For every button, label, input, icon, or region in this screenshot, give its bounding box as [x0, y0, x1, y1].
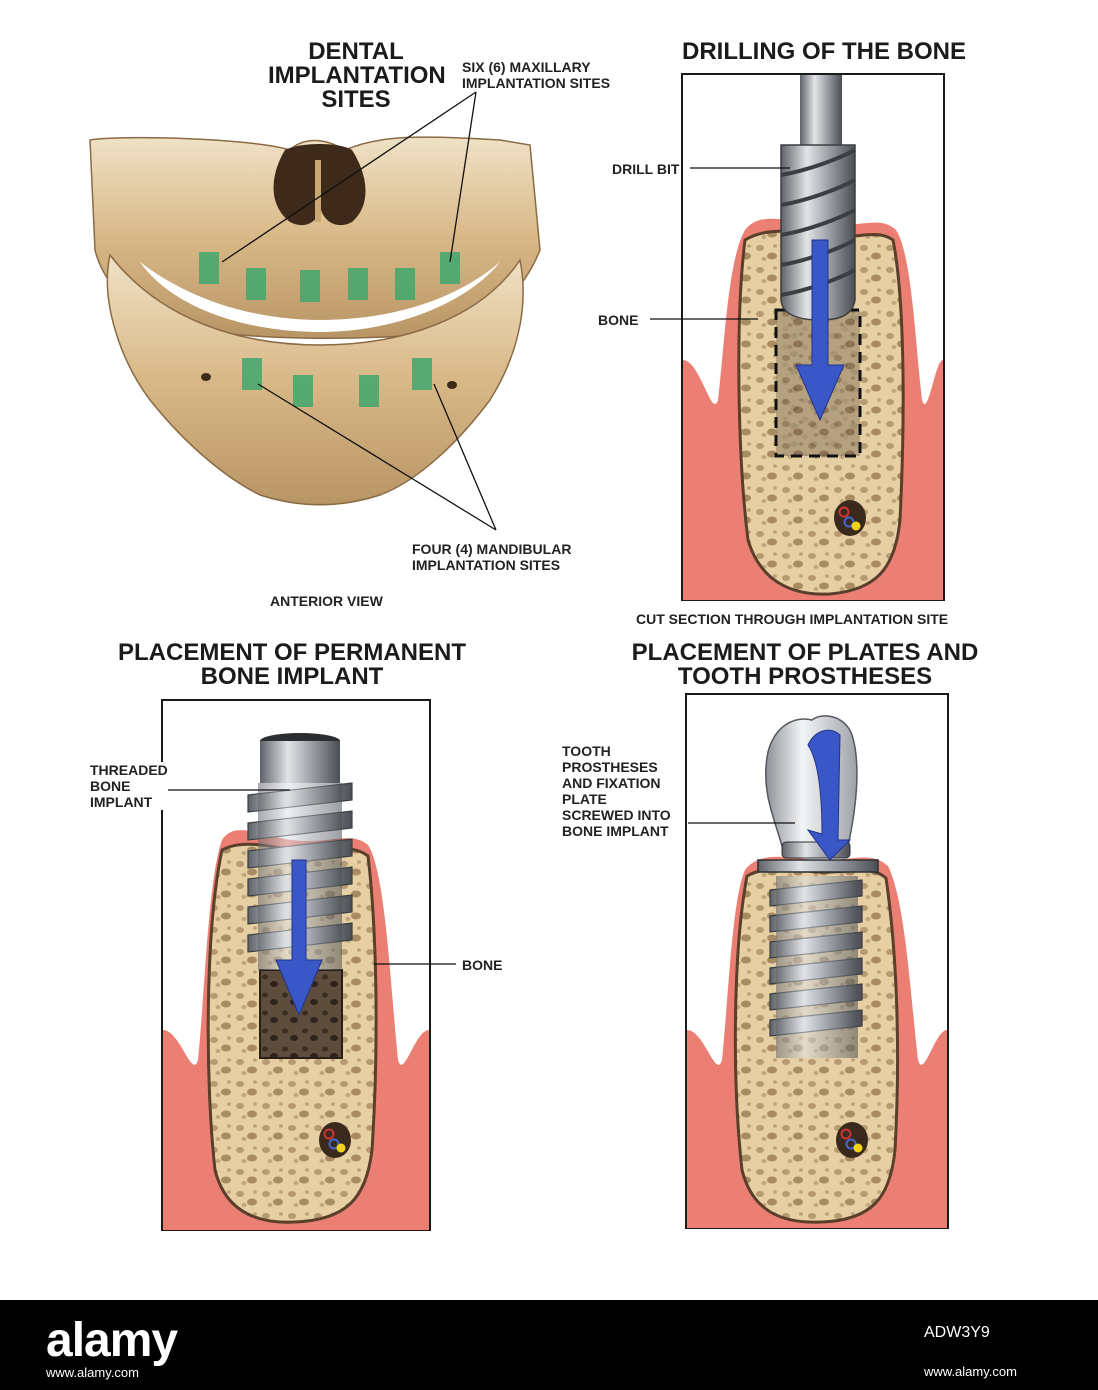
- implant-panel: [161, 699, 431, 1231]
- skull-illustration: [89, 136, 541, 506]
- alamy-logo: alamy: [46, 1314, 178, 1367]
- implant-placement-title: PLACEMENT OF PERMANENT BONE IMPLANT: [118, 639, 466, 690]
- anterior-view-label: ANTERIOR VIEW: [270, 593, 383, 609]
- cut-section-caption: CUT SECTION THROUGH IMPLANTATION SITE: [636, 611, 949, 627]
- prosthesis-title: PLACEMENT OF PLATES AND TOOTH PROSTHESES: [631, 639, 979, 690]
- watermark-image-id: ADW3Y9: [924, 1324, 990, 1341]
- leader-lines-drilling: [650, 167, 790, 320]
- threaded-implant-label: THREADED BONE IMPLANT: [90, 762, 168, 811]
- prosthesis-panel: [685, 693, 949, 1229]
- nerve-canal-icon: [319, 1122, 351, 1158]
- nerve-canal-icon: [834, 500, 866, 536]
- prosthesis-label: TOOTH PROSTHESES AND FIXATION PLATE SCRE…: [562, 743, 671, 840]
- implant-bone-label: BONE: [462, 957, 503, 973]
- nerve-canal-icon: [836, 1122, 868, 1158]
- watermark-footer: [0, 1300, 1098, 1390]
- watermark-domain-right[interactable]: www.alamy.com: [924, 1364, 1017, 1379]
- leader-lines-skull: [221, 91, 497, 531]
- maxillary-sites-label: SIX (6) MAXILLARY IMPLANTATION SITES: [462, 59, 611, 92]
- drilling-bone-label: BONE: [598, 312, 639, 328]
- drill-bit-label: DRILL BIT: [612, 161, 680, 177]
- drilling-panel: [681, 73, 945, 601]
- maxillary-site-markers: [199, 252, 460, 302]
- implant-sites-title: DENTAL IMPLANTATION SITES: [268, 38, 446, 113]
- drilling-title: DRILLING OF THE BONE: [682, 38, 966, 65]
- leader-lines-implant: [164, 789, 456, 965]
- watermark-domain[interactable]: www.alamy.com: [46, 1365, 139, 1380]
- illustration-canvas: [89, 73, 949, 1231]
- mandibular-sites-label: FOUR (4) MANDIBULAR IMPLANTATION SITES: [412, 541, 572, 574]
- mandibular-site-markers: [242, 358, 432, 407]
